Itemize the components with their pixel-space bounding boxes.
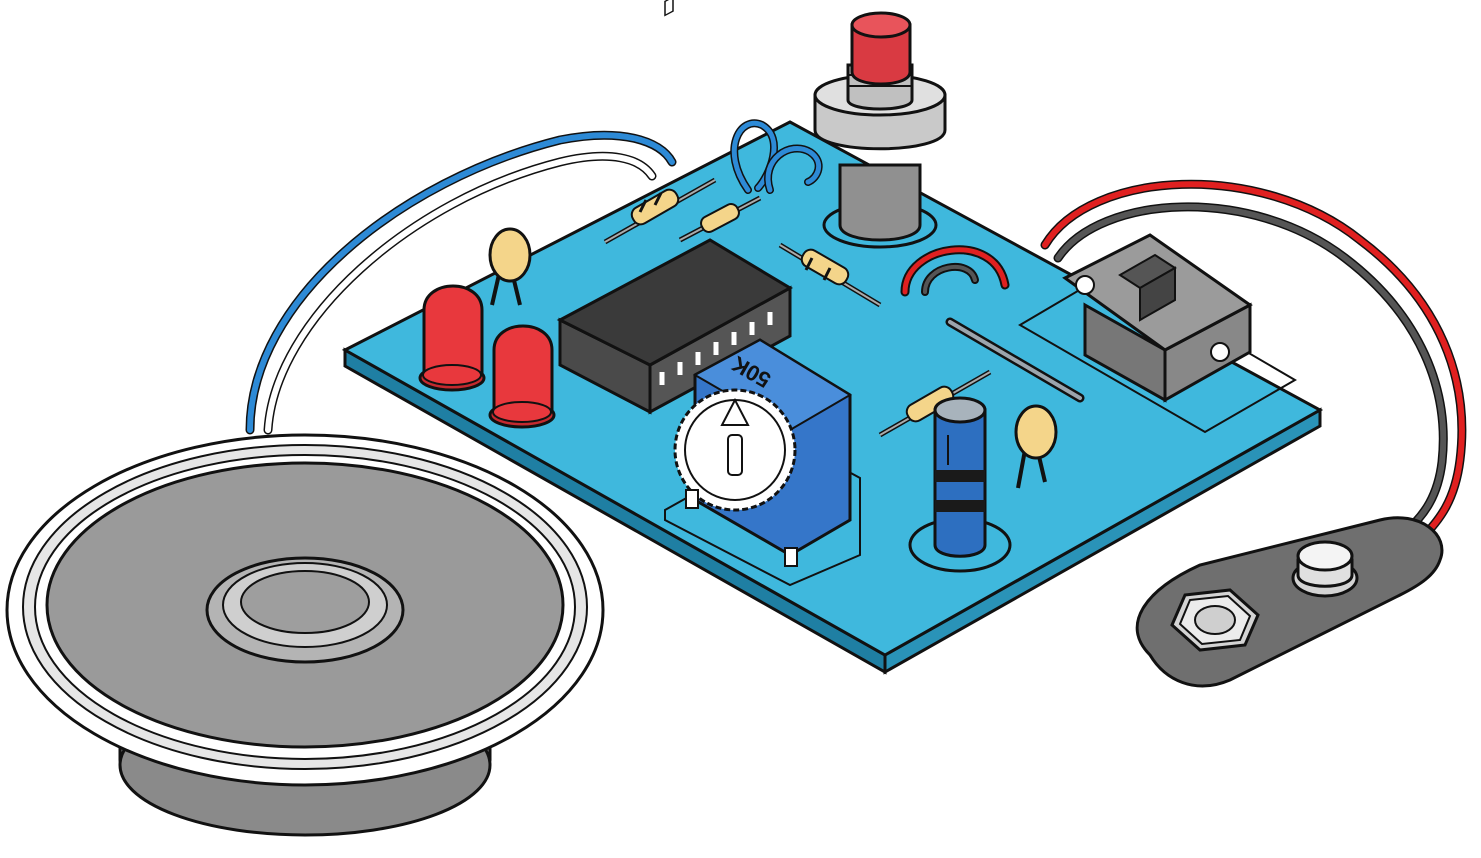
- resistor: [878, 369, 992, 438]
- red-wire-loop: [900, 245, 1010, 297]
- resistor: [603, 177, 717, 245]
- red-led: [418, 284, 486, 392]
- ic-pins: [659, 312, 773, 385]
- ic-chip: [556, 0, 794, 415]
- resistor: [678, 195, 762, 243]
- red-led: [488, 324, 556, 429]
- speaker: [5, 433, 605, 837]
- ceramic-capacitor: [1014, 404, 1058, 489]
- ceramic-capacitor: [488, 227, 532, 306]
- push-button: [813, 11, 947, 249]
- speaker-wires: [245, 130, 677, 435]
- battery-clip: [1135, 516, 1444, 688]
- loop-wires: [730, 119, 823, 194]
- electrolytic-capacitor: [908, 396, 1012, 573]
- potentiometer: 50K: [673, 338, 852, 567]
- battery-wires: [1040, 179, 1467, 545]
- resistor: [778, 242, 882, 308]
- slide-switch: [1062, 233, 1253, 403]
